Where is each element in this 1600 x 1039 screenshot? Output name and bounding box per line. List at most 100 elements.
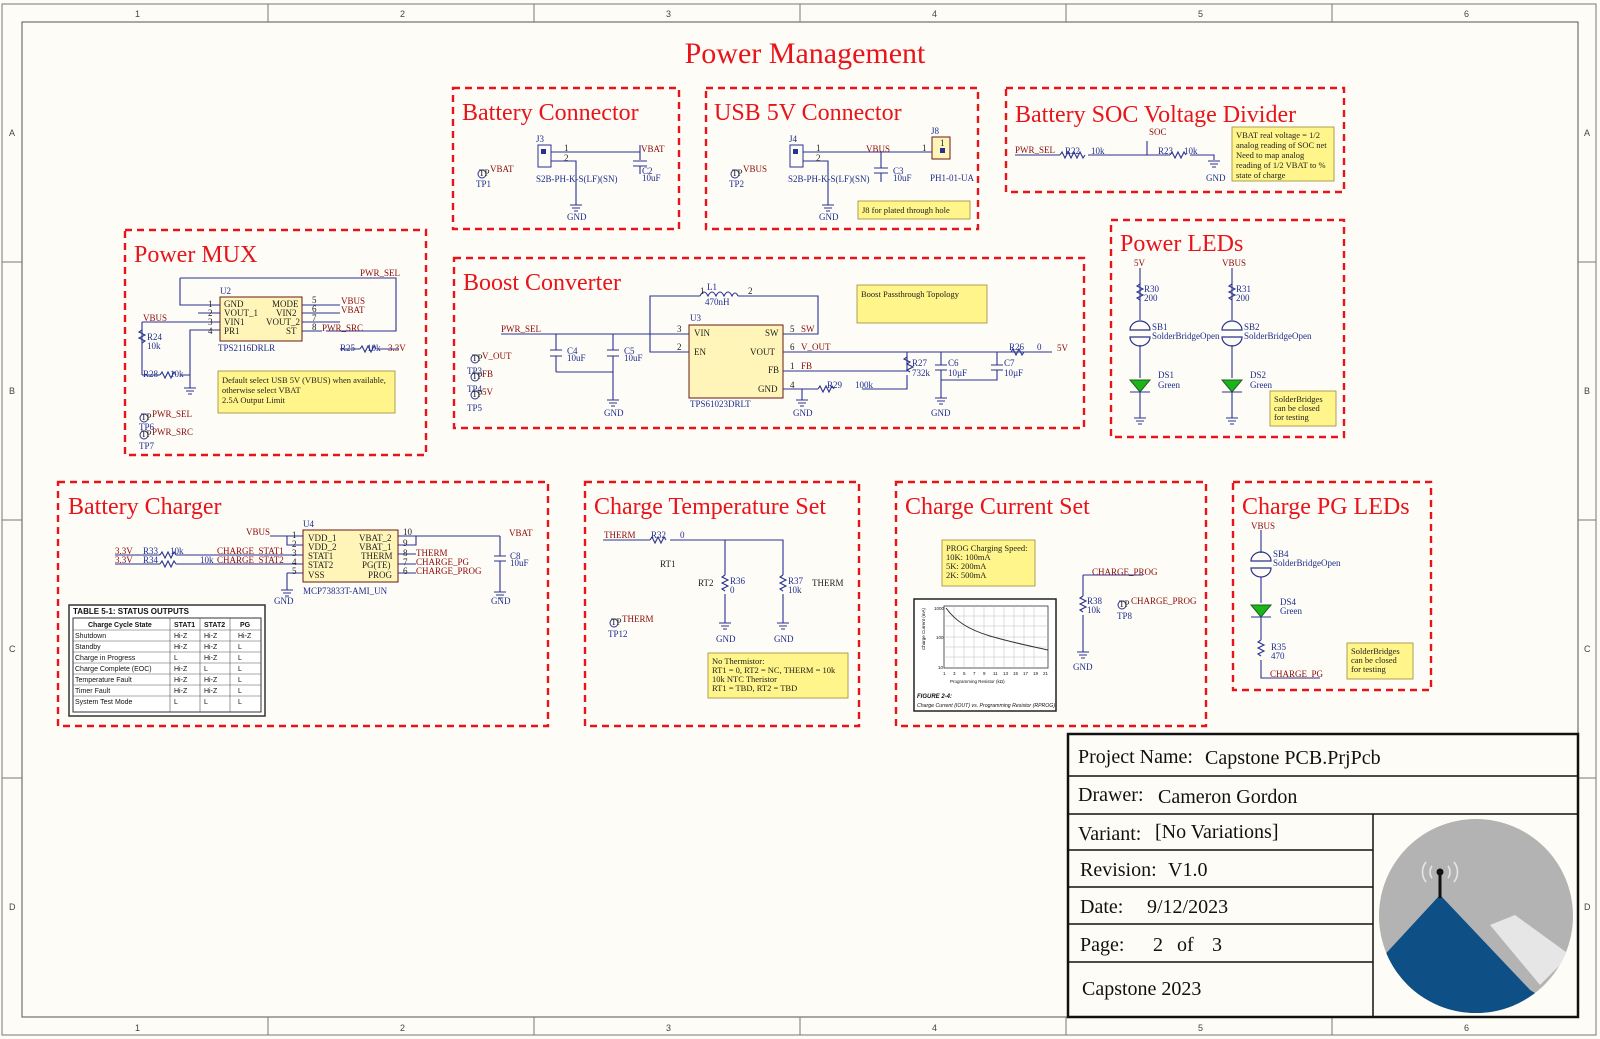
value-label: 10k [200,555,214,565]
value-label: Green [1250,380,1272,390]
net-label: VBUS [866,144,890,154]
ref-label: R28 [143,369,159,379]
col-label: 5 [1198,9,1203,19]
net-label: CHARGE_PROG [1092,567,1158,577]
sticky-note-line: otherwise select VBAT [222,385,301,395]
ref-label: R23 [1158,146,1174,156]
sticky-note-line: PROG Charging Speed: [946,543,1028,553]
ref-label: R27 [912,358,928,368]
value-label: 10k [1091,146,1105,156]
drawer-label: Drawer: [1078,784,1144,806]
block-title: Battery Charger [68,494,222,520]
row-label: B [1584,386,1590,396]
net-label: VBUS [246,527,270,537]
table-cell: Hi-Z [174,677,188,684]
ref-label: C2 [642,166,653,176]
pin-label: 3 [208,317,213,327]
ref-label: TP3 [467,366,483,376]
sticky-note-line: analog reading of SOC net [1236,140,1327,150]
block-title: Battery Connector [462,100,639,126]
pin-label: 7 [312,313,317,323]
table-row-label: Timer Fault [75,688,110,695]
pin-name: GND [224,299,244,309]
table-caption: TABLE 5-1: STATUS OUTPUTS [73,607,190,616]
pin-label: 3 [292,548,297,558]
value-label: 10µF [948,368,967,378]
ref-label: R26 [1009,342,1025,352]
block-soc-divider: Battery SOC Voltage Divider PWR_SEL R22 … [1004,86,1346,194]
pin-name: GND [758,384,778,394]
ref-label: DS1 [1158,370,1174,380]
date-label: Date: [1080,896,1123,918]
pin-label: 2 [816,153,821,163]
sticky-note-line: RT1 = 0, RT2 = NC, THERM = 10k [712,665,836,675]
ref-label: R37 [788,576,804,586]
net-label: 5V [482,387,494,397]
title-block-footer: Capstone 2023 [1082,978,1201,1000]
net-label: VBAT [641,144,665,154]
value-label: 10k [1087,605,1101,615]
net-label: VBUS [1222,258,1246,268]
net-label: GND [716,634,736,644]
ref-label: TP2 [729,179,744,189]
pin-name: VOUT_1 [224,308,258,318]
ref-label: C7 [1004,358,1015,368]
block-title: Charge Temperature Set [594,494,826,520]
figure-caption: Charge Current (IOUT) vs. Programming Re… [917,703,1057,709]
table-cell: L [174,699,178,706]
block-title: Charge PG LEDs [1242,494,1410,520]
net-label: PWR_SEL [501,324,541,334]
part-label: PH1-01-UA [930,173,974,183]
pin-label: 2 [292,539,297,549]
pin-label: 2 [564,153,569,163]
ref-label: TP12 [608,629,628,639]
table-cell: Hi-Z [238,633,252,640]
charge-current-figure: Charge Current (mA) Programming Resistor… [913,598,1057,712]
col-label: 6 [1464,9,1469,19]
pin-label: 4 [790,380,795,390]
value-label: 470 [1271,651,1285,661]
net-label: VBUS [1251,521,1275,531]
ref-label: U3 [690,313,701,323]
col-label: 4 [932,9,937,19]
sticky-note-line: for testing [1351,664,1386,674]
sheet-title: Power Management [685,37,926,70]
pin-label: 2 [677,342,682,352]
pin-name: PR1 [224,326,240,336]
page-number: 2 [1153,934,1163,956]
revision-value: V1.0 [1168,859,1207,881]
row-label: C [9,644,16,654]
value-label: 200 [1236,293,1250,303]
table-cell: L [238,688,242,695]
sticky-note-line: reading of 1/2 VBAT to % [1236,160,1326,170]
figure-x-tick: 19 [1033,671,1039,676]
value-label: 10uF [624,353,643,363]
table-row-label: Shutdown [75,633,106,640]
ref-label: J4 [789,134,798,144]
sticky-note-line: VBAT real voltage = 1/2 [1236,130,1320,140]
part-label: TPS2116DRLR [218,343,275,353]
net-label: GND [819,212,839,222]
title-block: Project Name: Capstone PCB.PrjPcb Drawer… [1066,732,1580,1019]
part-label: SolderBridgeOpen [1273,558,1341,568]
value-label: 10k [788,585,802,595]
value-label: 470nH [705,297,730,307]
figure-y-label: Charge Current (mA) [921,607,926,650]
ref-label: C3 [893,166,904,176]
block-charge-current: Charge Current Set CHARGE_PROG R38 10k T… [894,480,1208,728]
figure-x-tick: 17 [1023,671,1029,676]
pin-name: VOUT [750,347,775,357]
ref-label: TP1 [476,179,491,189]
ref-label: C6 [948,358,959,368]
sticky-note-line: can be closed [1351,655,1398,665]
sticky-note-line: for testing [1274,412,1309,422]
col-label: 1 [135,9,140,19]
value-label: 0 [730,585,735,595]
ref-label: R29 [827,380,843,390]
table-row-label: Charge in Progress [75,655,136,662]
value-label: 0 [1037,342,1042,352]
sticky-note: Boost Passthrough Topology [861,289,960,299]
block-charge-pg-leds: Charge PG LEDs VBUS SB4 SolderBridgeOpen… [1231,480,1433,692]
capstone-logo [1379,819,1573,1013]
